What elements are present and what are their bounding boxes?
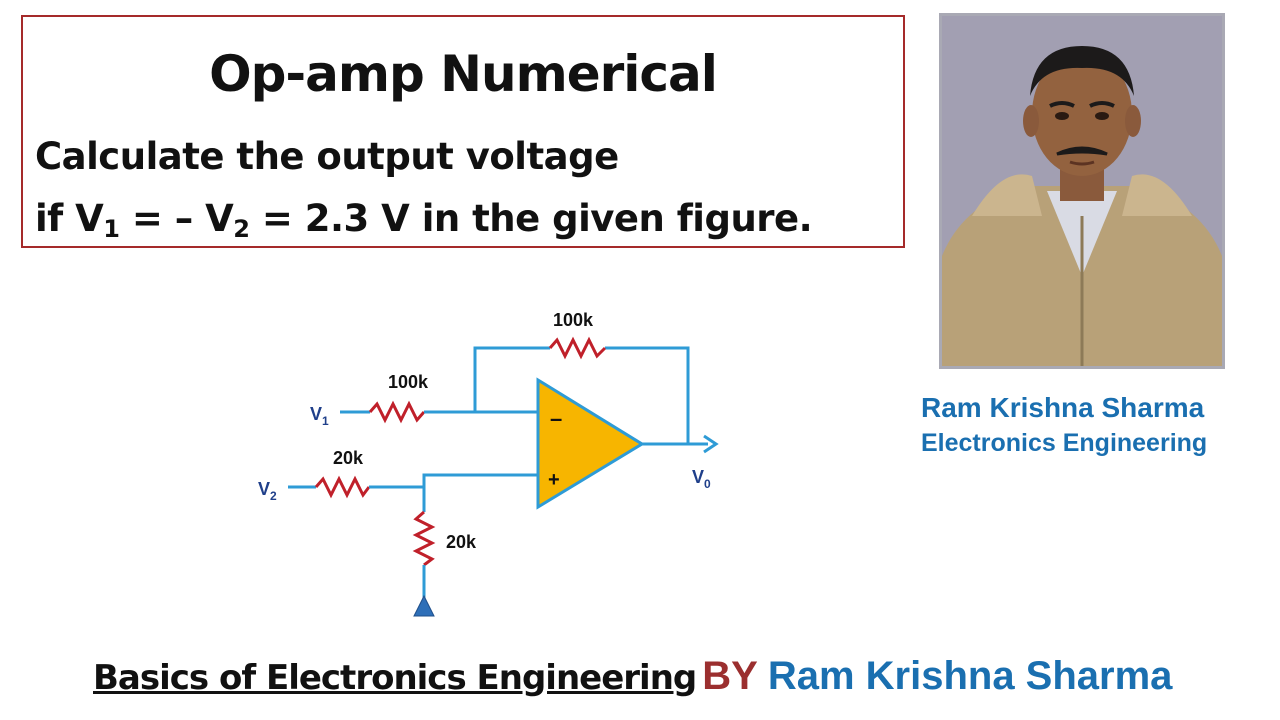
noninverting-wire [422, 473, 538, 487]
input-resistor-2-label: 20k [333, 448, 364, 468]
footer-author: Ram Krishna Sharma [767, 654, 1173, 698]
author-name: Ram Krishna Sharma [921, 392, 1205, 423]
v2-subscript: 2 [233, 215, 250, 243]
input-resistor-2 [314, 475, 371, 499]
question-box: Op-amp Numerical Calculate the output vo… [21, 15, 905, 248]
author-department: Electronics Engineering [921, 429, 1208, 457]
question-text-pre: if V [35, 197, 104, 240]
question-line-2: if V1 = – V2 = 2.3 V in the given figure… [35, 197, 813, 243]
author-photo [939, 13, 1225, 369]
question-line-1: Calculate the output voltage [35, 135, 619, 178]
feedback-wire-right [605, 346, 690, 444]
input-resistor-1-label: 100k [388, 372, 429, 392]
ground-symbol [413, 594, 435, 617]
input-resistor-1 [368, 400, 426, 424]
inverting-input-sign: – [550, 406, 562, 431]
noninverting-input-sign: + [548, 469, 560, 491]
footer-course-title: Basics of Electronics Engineering [93, 658, 697, 698]
v1-subscript: 1 [103, 215, 120, 243]
slide-title: Op-amp Numerical [209, 45, 718, 103]
v1-label: V1 [310, 404, 329, 428]
feedback-wire [473, 346, 550, 412]
footer-by: BY [702, 654, 758, 698]
output-arrow [703, 434, 719, 454]
v2-label: V2 [258, 479, 277, 503]
question-text-post: = 2.3 V in the given figure. [249, 197, 813, 240]
feedback-resistor-label: 100k [553, 310, 594, 330]
opamp-circuit-diagram: 100k 100k V1 20k V2 20k – + V0 [258, 310, 719, 617]
opamp-triangle [536, 377, 645, 510]
ground-resistor [412, 510, 436, 567]
ground-resistor-label: 20k [446, 532, 477, 552]
author-portrait-image [942, 16, 1222, 366]
question-text-mid: = – V [119, 197, 234, 240]
vout-label: V0 [692, 467, 711, 491]
feedback-resistor [548, 336, 607, 360]
